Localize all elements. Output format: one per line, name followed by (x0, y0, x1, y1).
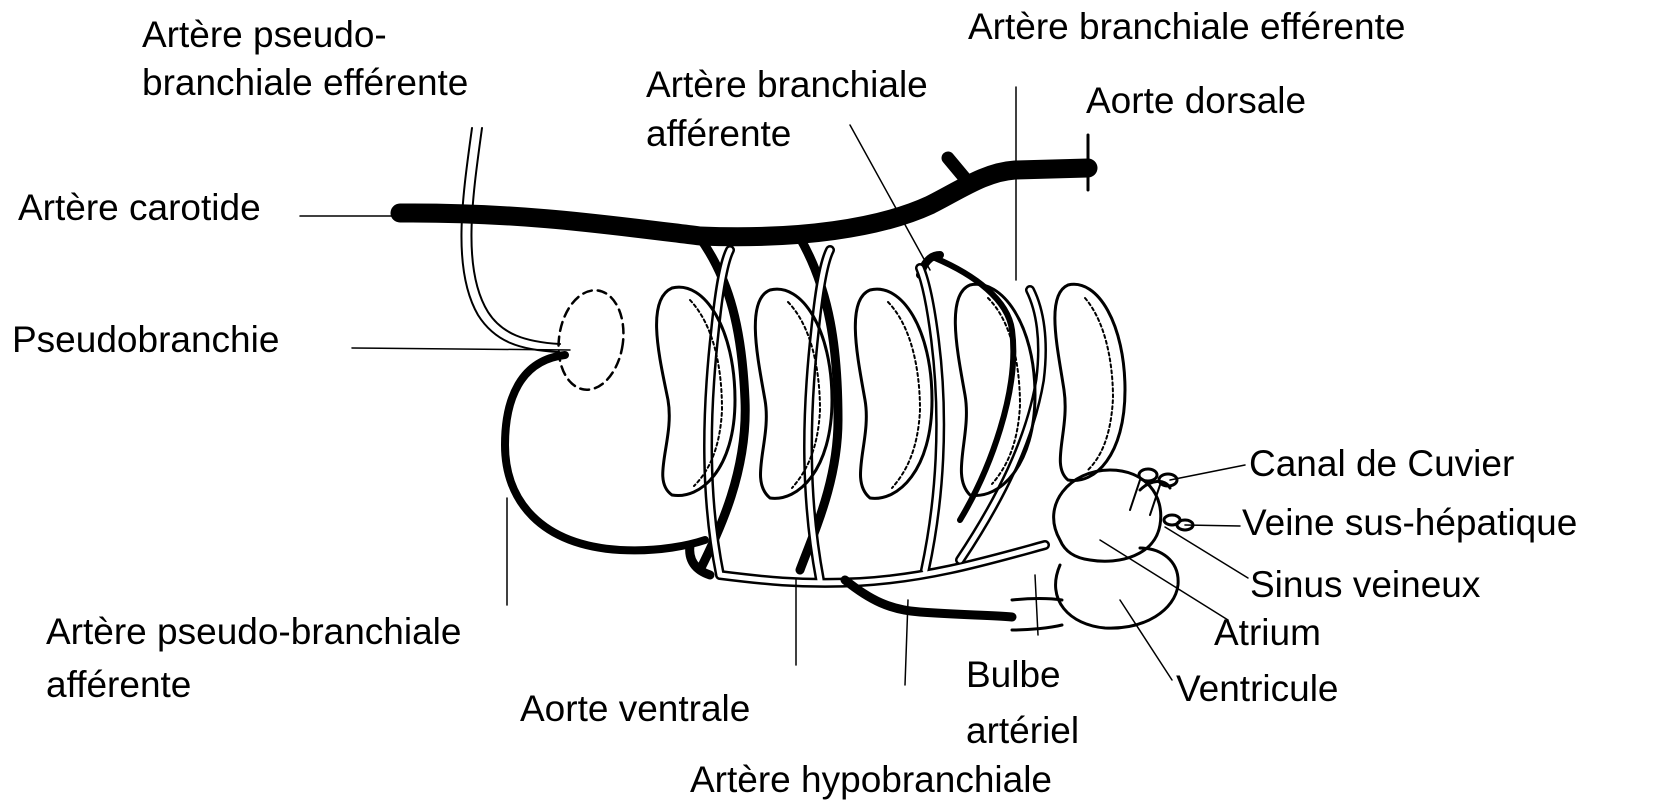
gill-slits (657, 284, 1125, 498)
label-dorsal-aorta: Aorte dorsale (1086, 80, 1306, 122)
label-ventral-aorta: Aorte ventrale (520, 688, 750, 730)
pseudobranch (552, 286, 629, 394)
label-pseudo-afferent-line2: afférente (46, 664, 191, 706)
gill-slit-5 (1055, 284, 1125, 480)
label-carotid: Artère carotide (18, 187, 261, 229)
label-pseudo-efferent-line1: Artère pseudo- (142, 14, 387, 56)
label-branchial-efferent: Artère branchiale efférente (968, 6, 1405, 48)
aorta-branch-stub (948, 158, 968, 182)
label-cuvier-duct: Canal de Cuvier (1249, 443, 1514, 485)
pseudo-efferent-artery-a (461, 128, 558, 352)
label-pseudo-efferent-line2: branchiale efférente (142, 62, 468, 104)
label-bulbus-line1: Bulbe (966, 654, 1061, 696)
gill-slit-4 (955, 284, 1035, 495)
leader-lines (300, 87, 1248, 685)
label-bulbus-line2: artériel (966, 710, 1079, 752)
pseudo-efferent-artery-b (471, 128, 560, 344)
label-branchial-afferent-line1: Artère branchiale (646, 64, 928, 106)
label-branchial-afferent-line2: afférente (646, 113, 791, 155)
label-sinus-venosus: Sinus veineux (1250, 564, 1480, 606)
pseudo-afferent-loop (505, 355, 705, 550)
label-pseudobranch: Pseudobranchie (12, 319, 279, 361)
gill-slit-1 (657, 287, 735, 495)
label-hepatic-vein: Veine sus-hépatique (1242, 502, 1577, 544)
label-hypobranchial: Artère hypobranchiale (690, 759, 1052, 801)
cuvier-duct-1 (1139, 469, 1157, 481)
label-pseudo-afferent-line1: Artère pseudo-branchiale (46, 611, 461, 653)
label-ventricle: Ventricule (1176, 668, 1339, 710)
label-atrium: Atrium (1214, 612, 1321, 654)
dorsal-artery-trunk (400, 168, 1088, 237)
